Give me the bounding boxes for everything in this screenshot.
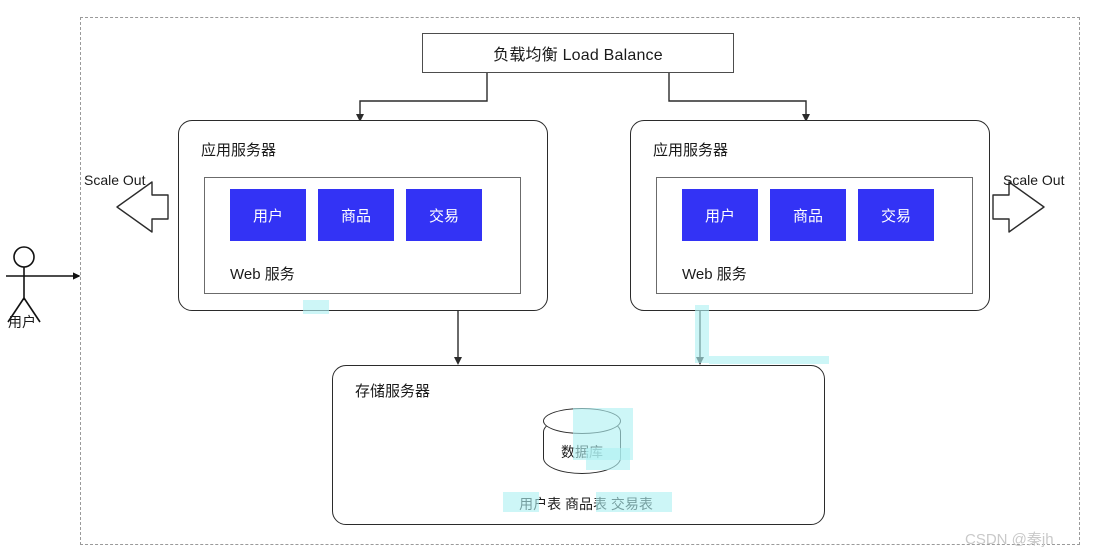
database-cylinder-icon[interactable]: 数据库 xyxy=(543,408,621,482)
database-top xyxy=(543,408,621,434)
module-trade-label-2: 交易 xyxy=(880,207,911,225)
scale-out-label-right: Scale Out xyxy=(1003,172,1065,188)
module-trade-2[interactable]: 交易 xyxy=(858,189,934,241)
app-server-node-1[interactable]: 应用服务器 用户 商品 交易 Web 服务 xyxy=(178,120,548,311)
system-boundary xyxy=(80,17,1080,545)
module-user-2[interactable]: 用户 xyxy=(682,189,758,241)
watermark: CSDN @秦jh xyxy=(965,531,1054,548)
database-label: 数据库 xyxy=(561,444,603,460)
storage-server-title: 存储服务器 xyxy=(355,383,431,400)
module-user-1[interactable]: 用户 xyxy=(230,189,306,241)
web-service-container-1: 用户 商品 交易 Web 服务 xyxy=(204,177,521,294)
actor-label: 用户 xyxy=(8,314,36,330)
app-server-title-2: 应用服务器 xyxy=(653,142,729,159)
load-balancer-node[interactable]: 负载均衡 Load Balance xyxy=(422,33,734,73)
database-tables-label: 用户表 商品表 交易表 xyxy=(519,496,653,512)
module-trade-1[interactable]: 交易 xyxy=(406,189,482,241)
load-balancer-label: 负载均衡 Load Balance xyxy=(493,47,663,64)
web-service-container-2: 用户 商品 交易 Web 服务 xyxy=(656,177,973,294)
storage-server-node[interactable]: 存储服务器 数据库 用户表 商品表 交易表 xyxy=(332,365,825,525)
module-trade-label-1: 交易 xyxy=(428,207,459,225)
module-list-2: 用户 商品 交易 xyxy=(682,189,934,241)
module-product-1[interactable]: 商品 xyxy=(318,189,394,241)
module-product-label-1: 商品 xyxy=(340,207,371,225)
web-service-label-1: Web 服务 xyxy=(230,266,295,283)
module-list-1: 用户 商品 交易 xyxy=(230,189,482,241)
module-user-label-1: 用户 xyxy=(252,207,283,225)
module-product-2[interactable]: 商品 xyxy=(770,189,846,241)
module-product-label-2: 商品 xyxy=(792,207,823,225)
stick-figure-icon xyxy=(6,246,42,323)
module-user-label-2: 用户 xyxy=(704,207,735,225)
app-server-title-1: 应用服务器 xyxy=(201,142,277,159)
web-service-label-2: Web 服务 xyxy=(682,266,747,283)
app-server-node-2[interactable]: 应用服务器 用户 商品 交易 Web 服务 xyxy=(630,120,990,311)
scale-out-label-left: Scale Out xyxy=(84,172,146,188)
